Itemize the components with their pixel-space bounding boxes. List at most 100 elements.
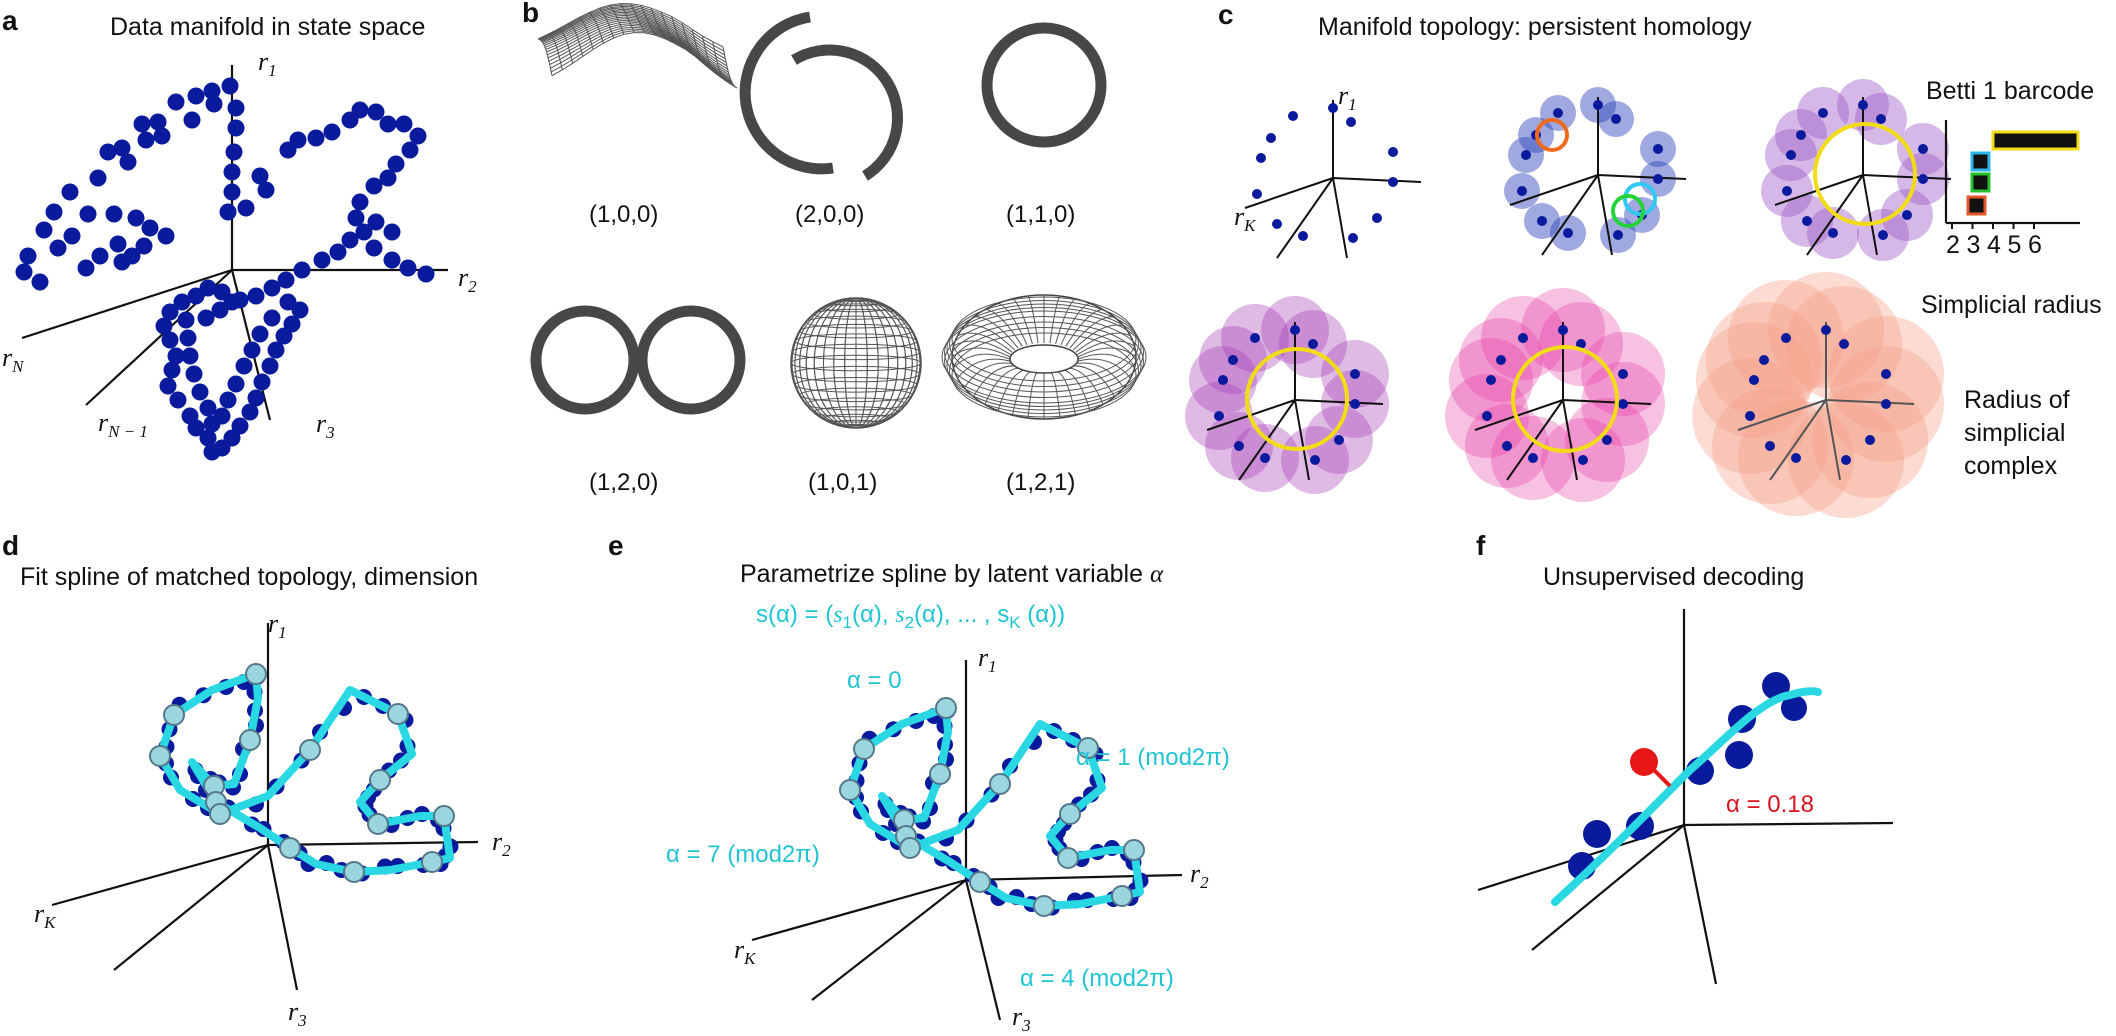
data-point	[1486, 375, 1496, 385]
data-point	[1781, 333, 1791, 343]
data-point	[279, 293, 297, 311]
data-point	[253, 373, 271, 391]
data-point	[1782, 186, 1792, 196]
torus-section-line	[1075, 332, 1131, 353]
panel-e-spline	[839, 697, 1149, 917]
data-point	[1310, 455, 1320, 465]
data-point	[109, 235, 127, 253]
data-point	[203, 82, 221, 100]
panel-f-axes	[1477, 609, 1894, 985]
data-point	[1786, 150, 1796, 160]
axis-line	[1294, 399, 1384, 405]
data-point	[219, 391, 237, 409]
data-point	[289, 131, 307, 149]
torus-section-line	[1077, 340, 1135, 356]
data-point	[1348, 233, 1358, 243]
data-point	[1537, 216, 1547, 226]
data-point	[1796, 130, 1806, 140]
data-point	[155, 317, 173, 335]
caption-2: (2,0,0)	[795, 201, 864, 228]
data-point	[283, 315, 301, 333]
complex-2	[1504, 87, 1687, 256]
panel-e-axis-r3: r3	[1012, 1002, 1031, 1035]
spline-node	[149, 745, 171, 767]
data-point	[15, 263, 33, 281]
spline-node	[853, 738, 875, 760]
torus-section-line	[963, 362, 1015, 389]
data-point	[1288, 111, 1298, 121]
data-point	[1260, 453, 1270, 463]
torus-section-line	[1049, 370, 1061, 419]
panel-c-title: Manifold topology: persistent homology	[1318, 13, 1752, 41]
torus-section-line	[1073, 362, 1125, 389]
data-point	[231, 417, 249, 435]
axis-line	[1862, 174, 1952, 180]
data-point	[257, 181, 275, 199]
axis-line	[1294, 399, 1310, 481]
tick-label: 4	[1987, 231, 2001, 259]
panel-e: e Parametrize spline by latent variable …	[608, 530, 1230, 1035]
torus-hole	[1009, 344, 1079, 374]
caption-5: (1,0,1)	[808, 469, 877, 496]
data-point	[187, 287, 205, 305]
data-point	[205, 95, 223, 113]
data-point	[395, 115, 413, 133]
data-point	[223, 163, 241, 181]
data-point	[351, 101, 369, 119]
longitude-line	[791, 297, 921, 429]
data-point	[313, 251, 331, 269]
panel-e-axis-rK: rK	[734, 935, 757, 968]
data-point	[1563, 228, 1573, 238]
data-point	[1558, 325, 1568, 335]
torus-section-line	[1077, 353, 1135, 369]
data-point	[1618, 399, 1628, 409]
axis-line	[1509, 174, 1599, 206]
spline-node	[279, 837, 301, 859]
data-point	[77, 259, 95, 277]
spline-node	[369, 769, 391, 791]
data-point	[223, 293, 241, 311]
data-point	[1388, 177, 1398, 187]
caption-4: (1,2,0)	[589, 469, 658, 496]
data-point	[1372, 213, 1382, 223]
torus-section-line	[1049, 295, 1061, 344]
spline-node	[245, 663, 267, 685]
data-point	[153, 127, 171, 145]
data-point	[203, 415, 221, 433]
spline-node	[935, 697, 957, 719]
axis-line	[1597, 174, 1613, 256]
torus-section-line	[1075, 358, 1131, 379]
panel-f: f Unsupervised decoding α = 0.18	[1476, 530, 1894, 985]
data-point	[1266, 133, 1276, 143]
data-point	[1759, 355, 1769, 365]
data-point	[1308, 339, 1318, 349]
spline-node	[899, 837, 921, 859]
axis-line	[1332, 177, 1348, 259]
data-point	[225, 143, 243, 161]
torus-section-line	[1027, 295, 1039, 344]
spline-node	[1123, 839, 1145, 861]
data-point	[31, 273, 49, 291]
data-point	[199, 279, 217, 297]
data-point	[379, 115, 397, 133]
data-point	[1218, 375, 1228, 385]
bar-green	[1970, 172, 1991, 193]
data-point	[159, 377, 177, 395]
panel-c-label: c	[1218, 0, 1234, 30]
mesh-line	[701, 35, 717, 75]
axis-line	[1825, 399, 1915, 405]
data-point	[235, 357, 253, 375]
annotation-alpha-7: α = 7 (mod2π)	[666, 841, 820, 868]
data-point	[247, 287, 265, 305]
data-point	[401, 141, 419, 159]
data-point	[293, 261, 311, 279]
panel-a-data-points	[15, 77, 435, 461]
complex-4	[1185, 296, 1389, 494]
data-point	[133, 115, 151, 133]
data-point	[179, 329, 197, 347]
data-point	[247, 389, 265, 407]
mesh-line	[537, 3, 724, 48]
data-point	[1298, 231, 1308, 241]
axis-line	[1597, 174, 1687, 180]
torus-section-line	[1060, 302, 1091, 346]
